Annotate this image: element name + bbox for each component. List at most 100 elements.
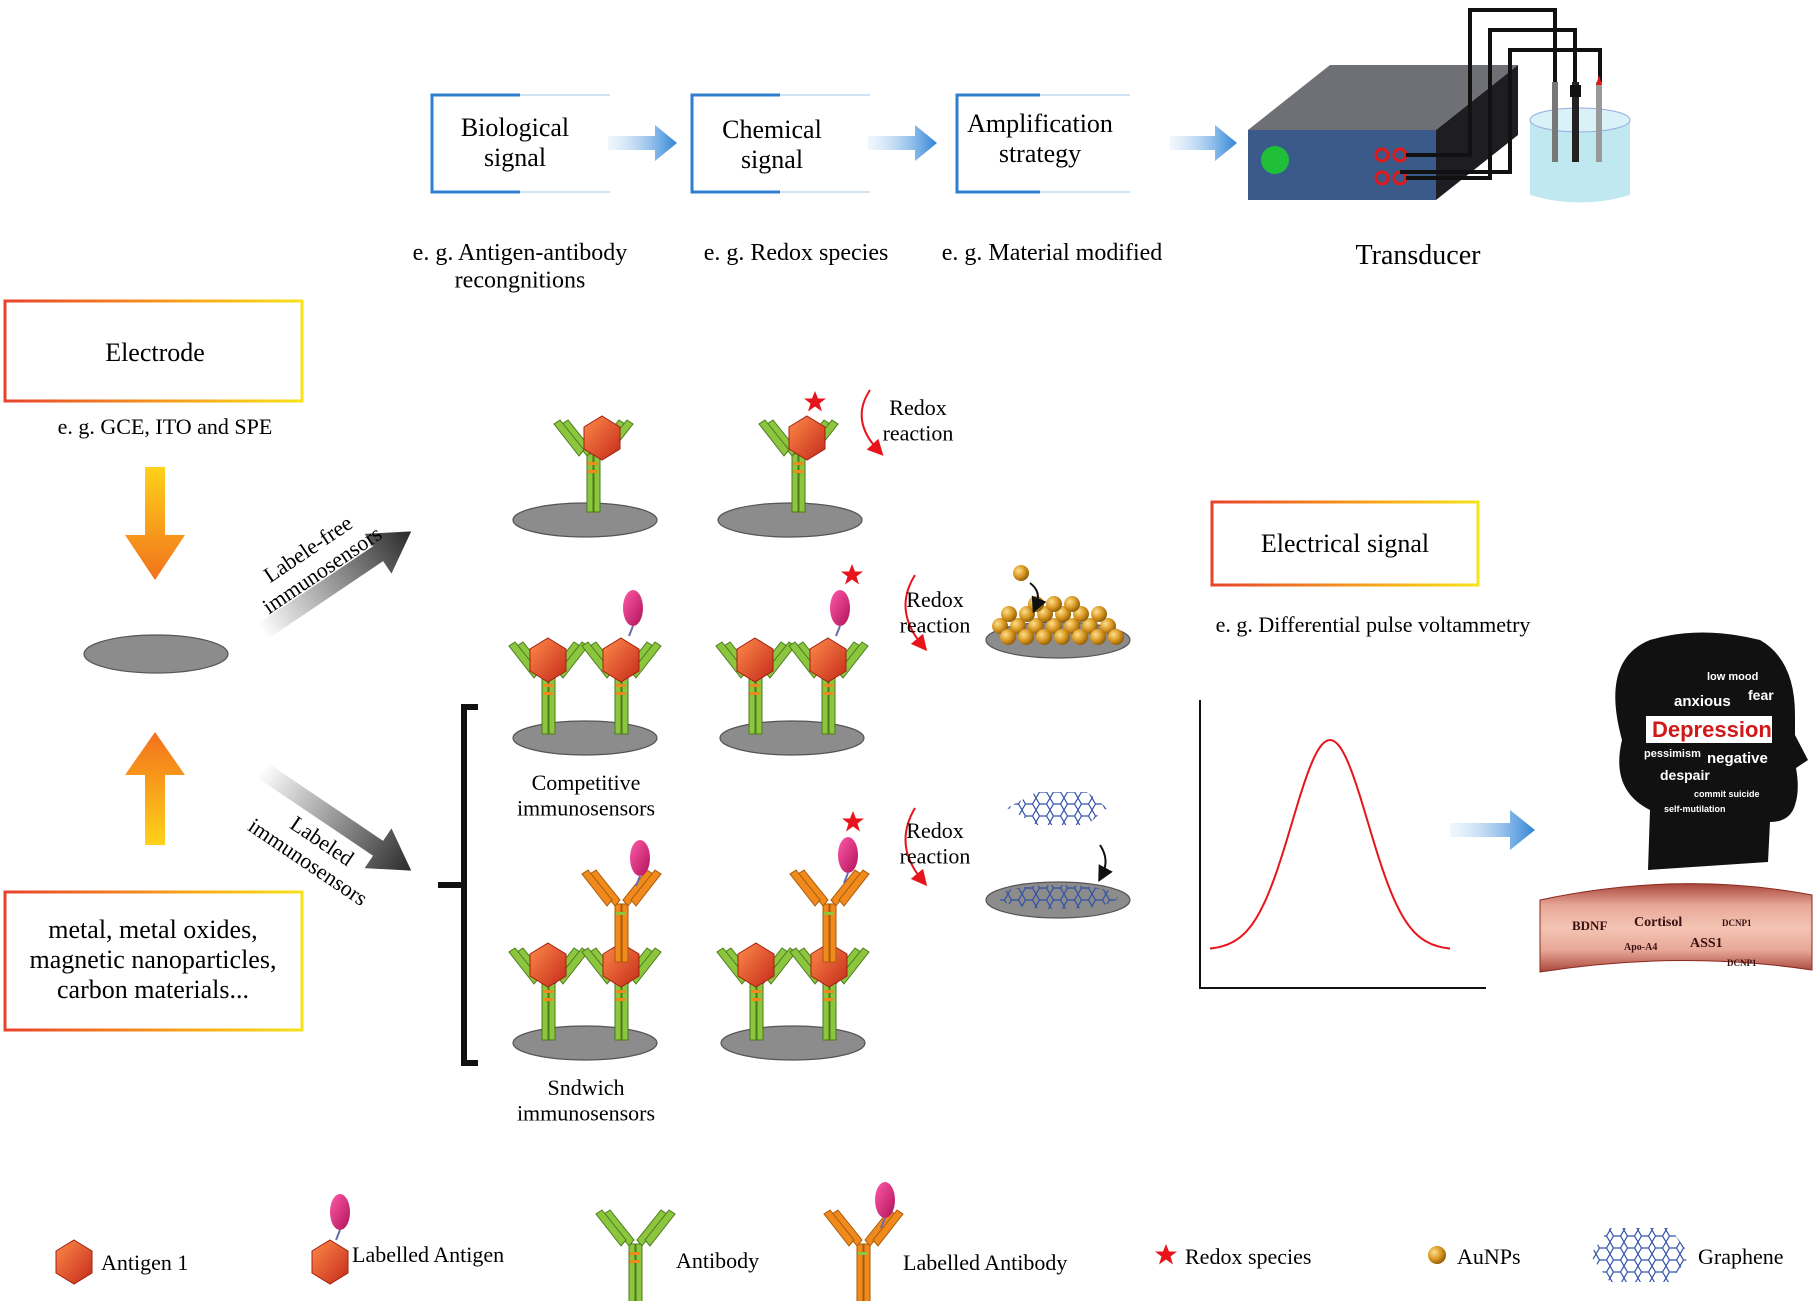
down-arrow bbox=[125, 467, 185, 580]
word-negative: negative bbox=[1707, 750, 1768, 767]
transducer-device bbox=[1248, 8, 1631, 203]
aunp-particle bbox=[1036, 629, 1052, 645]
dpv-plot bbox=[1199, 700, 1486, 989]
aunp-particle bbox=[1100, 618, 1116, 634]
signal-example: e. g. Differential pulse voltammetry bbox=[1216, 612, 1531, 637]
labelled-antigen-legend-icon bbox=[311, 1239, 349, 1285]
word-fear: fear bbox=[1748, 687, 1774, 703]
blood-vessel bbox=[1539, 883, 1813, 973]
antibody-legend-icon bbox=[595, 1209, 676, 1301]
flow-arrow bbox=[608, 125, 677, 161]
dpv-peak-curve bbox=[1209, 738, 1451, 950]
word-anxious: anxious bbox=[1674, 693, 1731, 710]
word-despair: despair bbox=[1660, 767, 1710, 783]
word-pessimism: pessimism bbox=[1644, 748, 1701, 760]
flow-arrow bbox=[868, 125, 937, 161]
electrode-example: e. g. GCE, ITO and SPE bbox=[58, 414, 273, 439]
chemical-example: e. g. Redox species bbox=[704, 240, 889, 266]
electrical-signal-box bbox=[1210, 500, 1480, 587]
biomarker-dcnp1: DCNP1 bbox=[1727, 958, 1757, 968]
graphene-legend-icon bbox=[1590, 1228, 1690, 1282]
aunp-particle bbox=[1018, 629, 1034, 645]
legend-antigen: Antigen 1 bbox=[101, 1250, 188, 1275]
word-self-mutilation: self-mutilation bbox=[1664, 804, 1726, 814]
materials-label: metal, metal oxides,magnetic nanoparticl… bbox=[30, 915, 277, 1004]
aunp-particle bbox=[1028, 618, 1044, 634]
biomarker-dcnp1: DCNP1 bbox=[1722, 918, 1752, 928]
redox-arrow bbox=[904, 574, 928, 652]
aunp-particle bbox=[1001, 606, 1017, 622]
flow-arrow bbox=[1170, 125, 1237, 161]
aunp-particle bbox=[1091, 606, 1107, 622]
legend-aunps: AuNPs bbox=[1457, 1244, 1521, 1269]
electrical-signal-label: Electrical signal bbox=[1261, 529, 1429, 558]
electrical-signal-section: Electrical signal e. g. Differential pul… bbox=[1199, 500, 1535, 989]
redox-star bbox=[804, 391, 826, 412]
biomarker-bdnf: BDNF bbox=[1572, 918, 1607, 933]
aunp-particle bbox=[1010, 618, 1026, 634]
electrode-label: Electrode bbox=[105, 338, 205, 367]
labelled-antibody bbox=[581, 869, 662, 963]
word-low-mood: low mood bbox=[1707, 671, 1758, 683]
labelled-antibody bbox=[789, 869, 870, 963]
legend-labelled-antibody: Labelled Antibody bbox=[903, 1250, 1067, 1275]
redox-arrow bbox=[904, 807, 928, 887]
aunp-particle bbox=[1046, 596, 1062, 612]
redox-star bbox=[841, 564, 863, 585]
left-column: Electrode e. g. GCE, ITO and SPE metal, … bbox=[3, 299, 478, 1066]
aunp-particle bbox=[1072, 629, 1088, 645]
labelled-antibody-legend-icon bbox=[823, 1209, 904, 1301]
redox-star bbox=[842, 811, 864, 832]
biomarker-apo-a4: Apo-A4 bbox=[1624, 942, 1657, 953]
bracket bbox=[438, 704, 478, 1066]
redox-arrow bbox=[860, 389, 884, 456]
vessel-words: BDNF Cortisol DCNP1 Apo-A4 ASS1 DCNP1 bbox=[1572, 915, 1757, 968]
label-tag bbox=[622, 589, 644, 637]
labeled-arrow bbox=[256, 762, 412, 871]
electrode-box bbox=[3, 299, 304, 403]
aunp-particle bbox=[1082, 618, 1098, 634]
biomarker-ass1: ASS1 bbox=[1690, 936, 1723, 951]
legend-graphene: Graphene bbox=[1698, 1244, 1784, 1269]
aunp-particle bbox=[1046, 618, 1062, 634]
legend-redox-species: Redox species bbox=[1185, 1244, 1311, 1269]
head-words: low mood anxious fear Depression pessimi… bbox=[1644, 671, 1774, 814]
aunp-particle bbox=[1090, 629, 1106, 645]
aunp-particle bbox=[992, 618, 1008, 634]
label-free-arrow bbox=[256, 531, 412, 640]
up-arrow bbox=[125, 732, 185, 845]
label-tag bbox=[829, 589, 851, 637]
amplification-example: e. g. Material modified bbox=[942, 240, 1163, 266]
word-depression: Depression bbox=[1652, 717, 1772, 742]
aunp-particle bbox=[1054, 629, 1070, 645]
aunp-particle bbox=[1108, 629, 1124, 645]
legend: Antigen 1 Labelled Antigen Antibody Labe… bbox=[55, 1181, 1784, 1301]
materials-box bbox=[3, 890, 304, 1032]
antigen-legend-icon bbox=[55, 1239, 93, 1285]
head-silhouette bbox=[1615, 632, 1808, 870]
redox-species-legend-icon bbox=[1155, 1244, 1177, 1265]
aunp-modified-disk bbox=[985, 565, 1131, 659]
legend-antibody: Antibody bbox=[676, 1248, 759, 1273]
aunp-legend-icon bbox=[1428, 1246, 1446, 1264]
aunp-particle bbox=[1064, 596, 1080, 612]
electrode-disk bbox=[83, 634, 229, 674]
aunp-particle bbox=[1000, 629, 1016, 645]
word-commit-suicide: commit suicide bbox=[1694, 789, 1760, 799]
amplification-strategy-box bbox=[955, 93, 1130, 194]
biological-signal-box bbox=[430, 93, 610, 194]
